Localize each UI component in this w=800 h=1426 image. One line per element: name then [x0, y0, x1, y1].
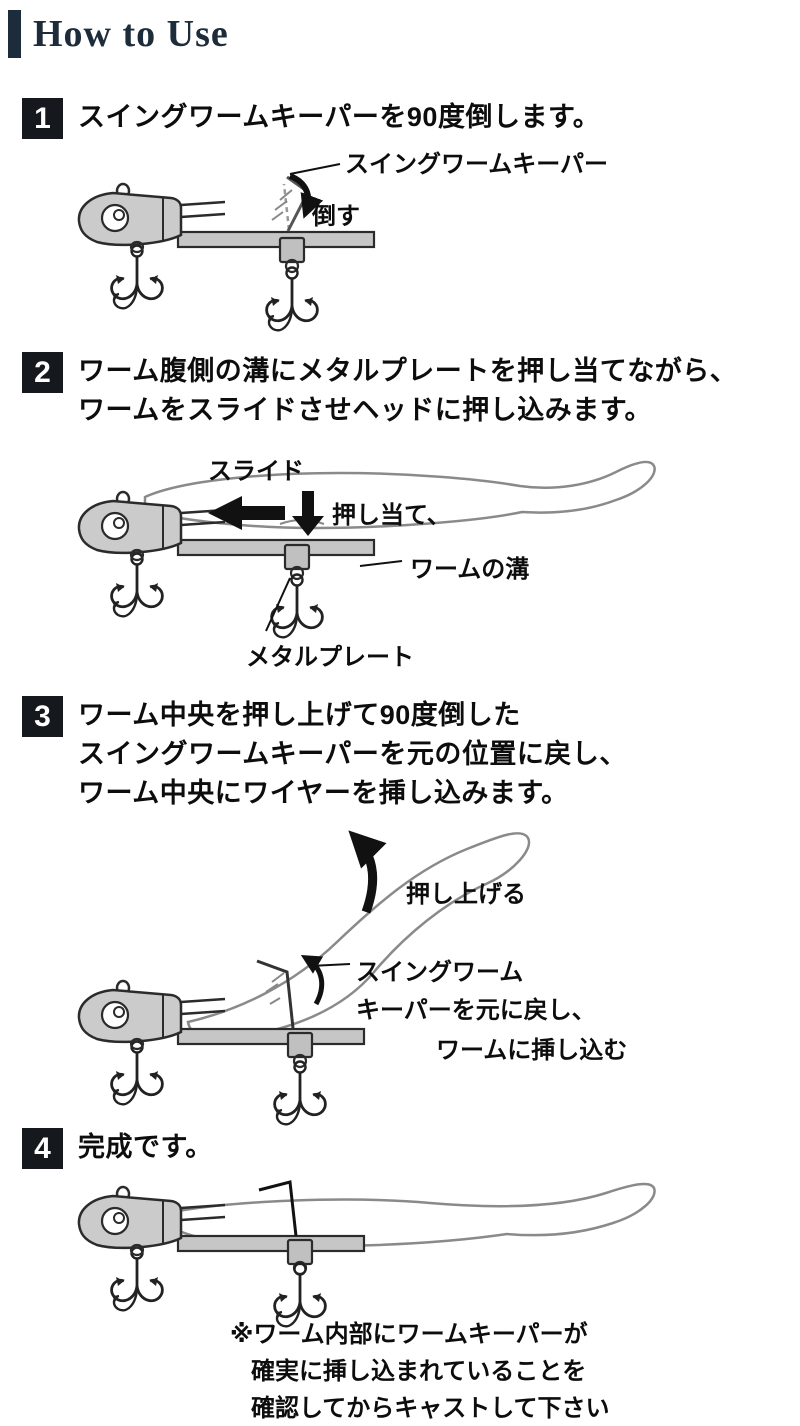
- callout-slide: スライド: [208, 458, 304, 485]
- callout-restore-line-1: スイングワーム: [356, 959, 524, 986]
- callout-press: 押し当て、: [332, 502, 451, 529]
- front-treble-hook-icon: [110, 244, 164, 310]
- step-3-text: ワーム中央を押し上げて90度倒した スイングワームキーパーを元の位置に戻し、 ワ…: [78, 696, 627, 813]
- step-2-text-line-1: ワーム腹側の溝にメタルプレートを押し当てながら、: [78, 356, 738, 386]
- press-down-arrow-icon: [292, 491, 324, 536]
- callout-push-up: 押し上げる: [406, 881, 526, 908]
- callout-restore-line-3: ワームに挿し込む: [436, 1037, 628, 1064]
- keeper-leader-line: [289, 163, 341, 175]
- step-2-illustration: スライド 押し当て、 ワームの溝 メタルプレート: [50, 445, 690, 680]
- caution-note-line-2: 確実に挿し込まれていることを: [251, 1358, 587, 1385]
- step-1-header: 1 スイングワームキーパーを90度倒します。: [22, 98, 600, 139]
- step-4-badge: 4: [22, 1128, 63, 1169]
- step-1-badge: 1: [22, 98, 63, 139]
- step-3-text-line-3: ワーム中央にワイヤーを挿し込みます。: [78, 778, 569, 808]
- step-2-header: 2 ワーム腹側の溝にメタルプレートを押し当てながら、 ワームをスライドさせヘッド…: [22, 352, 737, 430]
- step-2-text: ワーム腹側の溝にメタルプレートを押し当てながら、 ワームをスライドさせヘッドに押…: [78, 352, 737, 430]
- step-2-drawing: [77, 460, 656, 639]
- slide-arrow-icon: [208, 496, 285, 530]
- restore-rotate-arrow-icon: [300, 954, 325, 1006]
- step-2-text-line-2: ワームをスライドさせヘッドに押し込みます。: [78, 395, 652, 425]
- worm-outline-bent: [186, 832, 531, 1040]
- step-4-header: 4 完成です。: [22, 1128, 213, 1169]
- step-2-badge: 2: [22, 352, 63, 393]
- plate-leader-line: [265, 577, 291, 632]
- lead-shaft: [176, 230, 376, 249]
- callout-worm-groove: ワームの溝: [410, 556, 530, 583]
- push-up-arrow-icon: [348, 830, 387, 914]
- step-3-text-line-2: スイングワームキーパーを元の位置に戻し、: [78, 739, 627, 769]
- rear-treble-hook-icon: [273, 1060, 327, 1126]
- header-accent-bar: [8, 10, 21, 58]
- keeper-wire-ghost: [282, 183, 291, 231]
- callout-swing-worm-keeper: スイングワームキーパー: [345, 151, 609, 178]
- page-title: How to Use: [33, 13, 229, 55]
- caution-note: ※ワーム内部にワームキーパーが 確実に挿し込まれていることを 確認してからキャス…: [230, 1316, 610, 1426]
- front-treble-hook-icon: [110, 1246, 164, 1312]
- step-1-drawing: [77, 163, 376, 332]
- step-3-badge: 3: [22, 696, 63, 737]
- page-header: How to Use: [8, 10, 229, 58]
- step-3-text-line-1: ワーム中央を押し上げて90度倒した: [78, 700, 521, 730]
- step-1-illustration: スイングワームキーパー 倒す: [40, 140, 608, 345]
- step-3-header: 3 ワーム中央を押し上げて90度倒した スイングワームキーパーを元の位置に戻し、…: [22, 696, 627, 813]
- rear-treble-hook-icon: [270, 573, 324, 639]
- keeper-wire-upright: [256, 959, 295, 1029]
- step-4-text-line-1: 完成です。: [78, 1132, 213, 1162]
- step-1-text-line-1: スイングワームキーパーを90度倒します。: [78, 102, 601, 132]
- callout-restore-line-2: キーパーを元に戻し、: [356, 997, 596, 1024]
- step-4-drawing: [77, 1180, 656, 1328]
- front-treble-hook-icon: [110, 552, 164, 618]
- groove-leader-line: [359, 560, 403, 567]
- front-treble-hook-icon: [110, 1040, 164, 1106]
- keeper-wire-inserted: [258, 1180, 298, 1237]
- callout-tilt: 倒す: [312, 203, 360, 230]
- caution-note-line-3: 確認してからキャストして下さい: [251, 1395, 610, 1422]
- lead-shaft: [176, 1027, 366, 1046]
- tilt-arrow-icon: [288, 173, 324, 219]
- motion-hatch-marks: [271, 189, 293, 221]
- metal-plate: [286, 1238, 314, 1276]
- step-3-illustration: 押し上げる スイングワーム キーパーを元に戻し、 ワームに挿し込む: [50, 812, 710, 1126]
- step-1-text: スイングワームキーパーを90度倒します。: [78, 98, 600, 137]
- rear-treble-hook-icon: [265, 266, 319, 332]
- step-3-drawing: [77, 830, 531, 1126]
- callout-metal-plate: メタルプレート: [246, 644, 414, 671]
- lead-shaft: [176, 538, 376, 557]
- keeper-leader-line: [309, 963, 351, 967]
- caution-note-line-1: ※ワーム内部にワームキーパーが: [230, 1321, 588, 1348]
- lead-shaft: [176, 1234, 366, 1253]
- step-4-illustration: [50, 1170, 730, 1335]
- step-4-text: 完成です。: [78, 1128, 213, 1167]
- motion-hatch-marks: [265, 972, 285, 1005]
